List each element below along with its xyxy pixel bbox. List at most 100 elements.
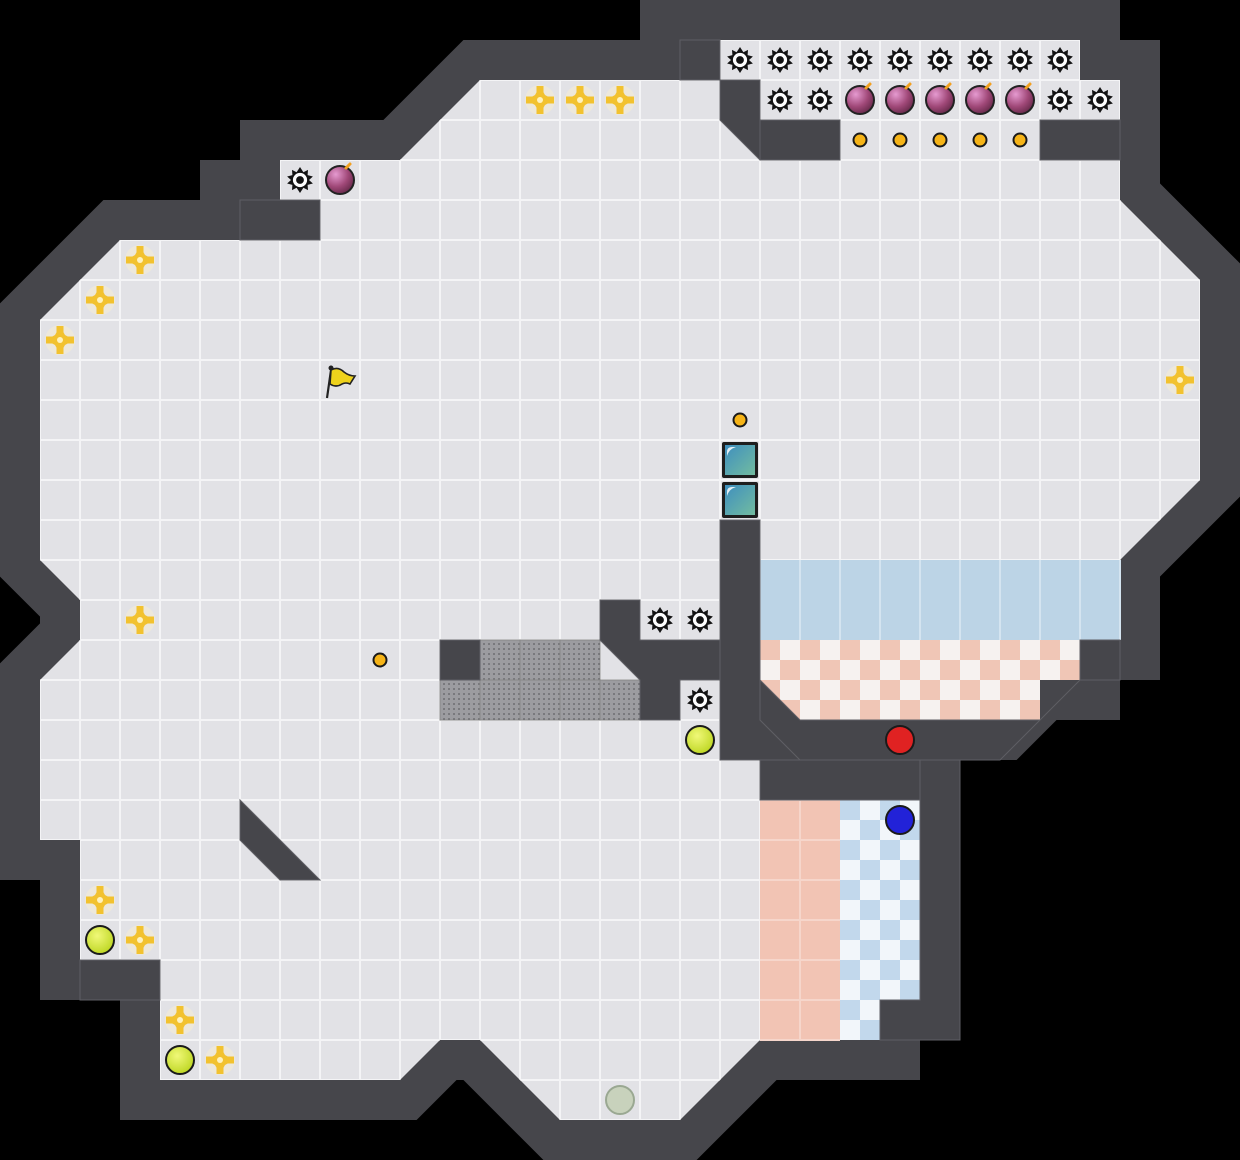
boost-icon: [205, 1045, 235, 1075]
blue-team-tile: [880, 860, 900, 880]
red-team-tile: [880, 660, 900, 680]
red-team-tile: [940, 640, 960, 660]
red-team-tile: [840, 640, 860, 660]
boost-icon: [45, 325, 75, 355]
blue-team-tile: [840, 940, 860, 960]
blue-team-tile: [840, 1020, 860, 1040]
blue-team-tile: [860, 920, 880, 940]
blue-team-tile: [840, 960, 860, 980]
red-team-tile: [900, 700, 920, 720]
red-team-tile: [900, 640, 920, 660]
red-team-tile: [760, 660, 780, 680]
red-team-tile: [780, 640, 800, 660]
blue-team-tile: [860, 1020, 880, 1040]
blue-team-tile: [860, 840, 880, 860]
red-team-tile: [1020, 660, 1040, 680]
red-team-tile: [860, 660, 880, 680]
powerup-icon: [685, 725, 715, 755]
red-ball-icon: [885, 725, 915, 755]
wall-small-block: [439, 639, 481, 681]
red-team-tile: [880, 640, 900, 660]
blue-team-tile: [840, 980, 860, 1000]
blue-team-tile: [860, 940, 880, 960]
red-team-tile: [840, 660, 860, 680]
coin-icon: [732, 412, 748, 428]
red-team-tile: [860, 640, 880, 660]
red-team-tile: [940, 700, 960, 720]
coin-icon: [972, 132, 988, 148]
red-team-tile: [920, 680, 940, 700]
red-team-tile: [880, 700, 900, 720]
powerup-icon: [85, 925, 115, 955]
wall-red-room-bottom: [759, 639, 1121, 761]
blue-team-tile: [860, 980, 880, 1000]
blue-team-tile: [880, 920, 900, 940]
red-team-tile: [980, 700, 1000, 720]
grate-tile: [479, 639, 521, 681]
blue-team-tile: [900, 980, 920, 1000]
red-team-tile: [920, 700, 940, 720]
blue-team-tile: [840, 880, 860, 900]
red-team-tile: [820, 660, 840, 680]
blue-team-tile: [880, 900, 900, 920]
red-team-tile: [960, 680, 980, 700]
red-team-tile: [1000, 700, 1020, 720]
red-team-tile: [860, 680, 880, 700]
blue-ball-icon: [885, 805, 915, 835]
coin-icon: [932, 132, 948, 148]
boost-icon: [85, 885, 115, 915]
red-team-tile: [800, 680, 820, 700]
red-team-tile: [920, 660, 940, 680]
coin-icon: [892, 132, 908, 148]
blue-team-tile: [840, 820, 860, 840]
red-team-tile: [1000, 680, 1020, 700]
red-team-tile: [780, 680, 800, 700]
red-team-tile: [1020, 700, 1040, 720]
red-team-tile: [880, 680, 900, 700]
red-team-tile: [960, 660, 980, 680]
red-team-tile: [920, 640, 940, 660]
gate-icon: [722, 482, 758, 518]
boost-icon: [1165, 365, 1195, 395]
red-team-tile: [800, 660, 820, 680]
boost-icon: [85, 285, 115, 315]
blue-team-tile: [860, 900, 880, 920]
blue-team-tile: [880, 880, 900, 900]
grate-tile: [439, 679, 481, 721]
blue-team-tile: [900, 940, 920, 960]
boost-icon: [125, 245, 155, 275]
blue-team-tile: [840, 1000, 860, 1020]
red-team-tile: [1020, 680, 1040, 700]
blue-team-tile: [900, 840, 920, 860]
grate-tile: [519, 679, 561, 721]
coin-icon: [1012, 132, 1028, 148]
red-team-tile: [1040, 640, 1060, 660]
red-team-tile: [940, 660, 960, 680]
blue-team-tile: [900, 920, 920, 940]
red-team-tile: [960, 700, 980, 720]
blue-team-tile: [860, 960, 880, 980]
red-team-tile: [1000, 660, 1020, 680]
boost-icon: [605, 85, 635, 115]
red-team-tile: [840, 680, 860, 700]
blue-team-tile: [900, 860, 920, 880]
grate-tile: [479, 679, 521, 721]
wall-spike-bay-ledge: [759, 119, 841, 161]
blue-team-tile: [880, 840, 900, 860]
red-team-tile: [900, 680, 920, 700]
wall-blue-room-right: [879, 759, 961, 1041]
coin-icon: [852, 132, 868, 148]
red-team-tile: [820, 640, 840, 660]
red-team-tile: [800, 640, 820, 660]
blue-team-tile: [840, 860, 860, 880]
boost-icon: [165, 1005, 195, 1035]
red-team-tile: [940, 680, 960, 700]
red-team-tile: [820, 700, 840, 720]
blue-team-tile: [880, 940, 900, 960]
blue-team-tile: [840, 840, 860, 860]
wall-bottom-left-step: [79, 959, 161, 1001]
blue-team-tile: [880, 960, 900, 980]
red-team-tile: [780, 660, 800, 680]
coin-icon: [372, 652, 388, 668]
blue-team-tile: [900, 880, 920, 900]
